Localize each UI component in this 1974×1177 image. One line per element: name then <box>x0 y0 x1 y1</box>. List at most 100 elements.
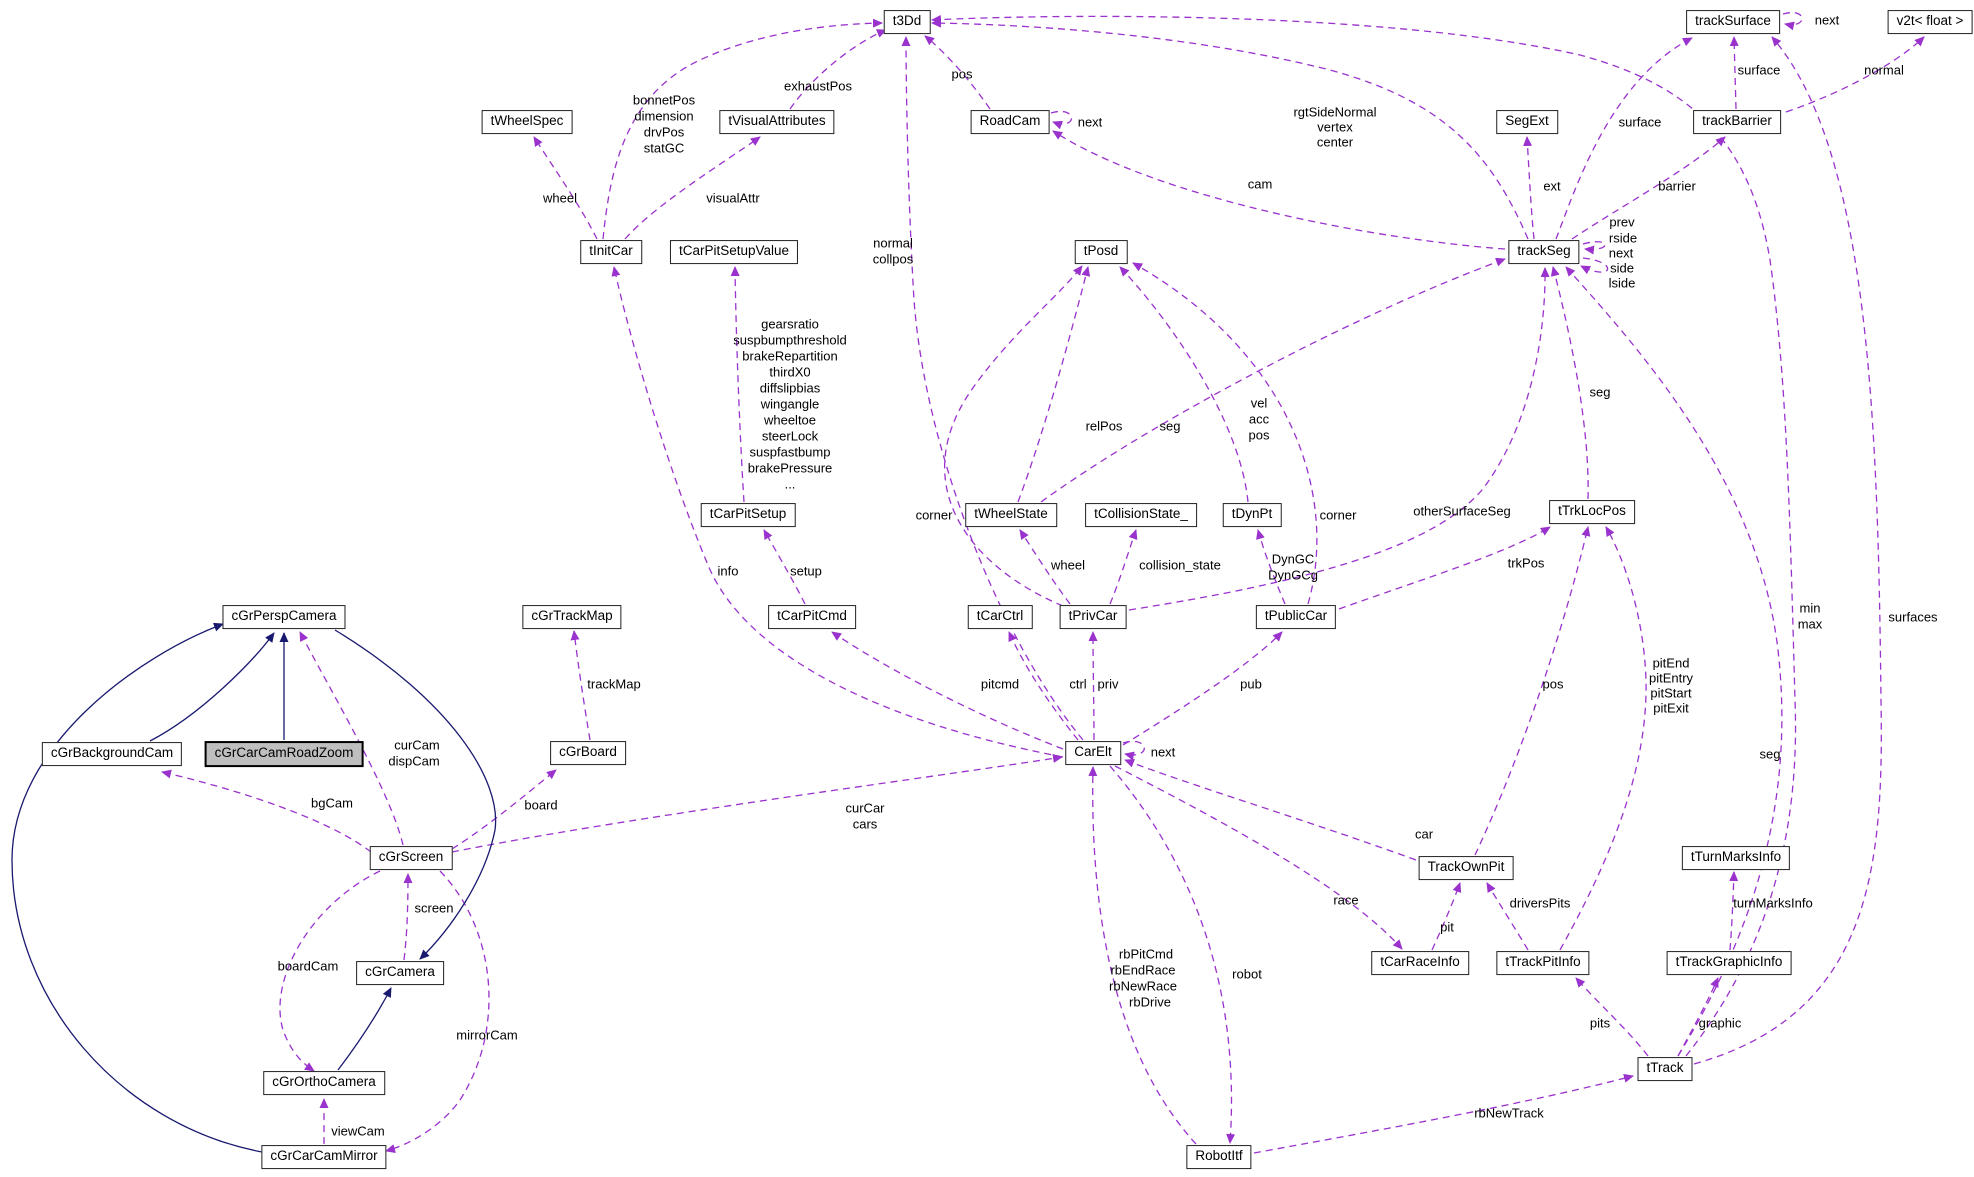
edge-tPrivCar-to-tPosd <box>944 265 1083 607</box>
edge-CarElt-to-tInitCar <box>611 266 1064 758</box>
edge-tTrack-to-trackSurface <box>1693 36 1882 1065</box>
edge-label-dyngc: DynGC <box>1271 551 1315 567</box>
node-tTrkLocPos[interactable]: tTrkLocPos <box>1549 500 1635 524</box>
edge-tTrackGraphicInfo-to-tTurnMarksInfo <box>1729 871 1739 951</box>
edge-label-rbendrace: rbEndRace <box>1110 962 1176 978</box>
node-v2t[interactable]: v2t< float > <box>1887 10 1973 34</box>
edge-label-pitentry: pitEntry <box>1648 670 1694 686</box>
node-trackBarrier[interactable]: trackBarrier <box>1693 110 1781 134</box>
edge-tPublicCar-to-tTrkLocPos <box>1338 526 1551 610</box>
node-tTurnMarksInfo[interactable]: tTurnMarksInfo <box>1681 846 1791 870</box>
node-tPosd[interactable]: tPosd <box>1074 240 1128 264</box>
edge-trackSeg-to-trackSeg <box>1582 241 1606 255</box>
edge-cGrPerspCamera-to-cGrCamera <box>334 629 497 960</box>
edge-label-bgcam: bgCam <box>311 795 353 811</box>
edge-cGrScreen-to-cGrBackgroundCam <box>161 769 372 853</box>
edge-tPublicCar-to-tPosd <box>1132 262 1318 605</box>
node-RobotItf[interactable]: RobotItf <box>1186 1145 1252 1169</box>
edge-label-pit: pit <box>1440 919 1454 935</box>
node-tTrackGraphicInfo[interactable]: tTrackGraphicInfo <box>1666 951 1792 975</box>
edge-label-normal: normal <box>1864 62 1904 78</box>
edge-RoadCam-to-RoadCam <box>1050 110 1072 130</box>
node-tCarCtrl[interactable]: tCarCtrl <box>967 605 1033 629</box>
edge-label-surface: surface <box>1737 62 1781 78</box>
edge-label-rbpitcmd: rbPitCmd <box>1118 946 1174 962</box>
node-cGrBackgroundCam[interactable]: cGrBackgroundCam <box>41 742 183 766</box>
edge-label-max: max <box>1797 616 1823 632</box>
node-tCarRaceInfo[interactable]: tCarRaceInfo <box>1371 951 1469 975</box>
edge-label-dispcam: dispCam <box>388 753 440 769</box>
node-cGrScreen[interactable]: cGrScreen <box>369 846 453 870</box>
edge-label-lside: lside <box>1608 275 1636 291</box>
edge-label-rbdrive: rbDrive <box>1129 994 1171 1010</box>
node-tDynPt[interactable]: tDynPt <box>1222 503 1282 527</box>
edge-label-normal: normal <box>873 235 913 251</box>
edge-CarElt-to-tCarRaceInfo <box>1114 765 1403 950</box>
node-tCarPitSetupValue[interactable]: tCarPitSetupValue <box>669 240 799 264</box>
edge-tInitCar-to-tWheelSpec <box>533 136 598 240</box>
edge-label-rside: rside <box>1608 230 1638 246</box>
node-cGrTrackMap[interactable]: cGrTrackMap <box>522 605 622 629</box>
edge-label-center: center <box>1316 134 1354 150</box>
node-cGrOrthoCamera[interactable]: cGrOrthoCamera <box>263 1071 385 1095</box>
edge-label-wheel: wheel <box>543 190 577 206</box>
node-RoadCam[interactable]: RoadCam <box>970 110 1050 134</box>
node-tInitCar[interactable]: tInitCar <box>580 240 642 264</box>
edge-tPublicCar-to-tDynPt <box>1256 529 1286 605</box>
edge-trackSeg-to-SegExt <box>1523 136 1535 240</box>
edge-label-driverspits: driversPits <box>1509 895 1571 911</box>
node-t3Dd[interactable]: t3Dd <box>883 10 931 34</box>
edge-label-corner: corner <box>1319 507 1357 523</box>
node-tCollisionState_[interactable]: tCollisionState_ <box>1085 503 1197 527</box>
edge-label-gearsratio: gearsratio <box>761 316 819 332</box>
edge-label-pitstart: pitStart <box>1650 685 1692 701</box>
edge-trackBarrier-to-trackSurface <box>1729 36 1739 110</box>
node-tCarPitCmd[interactable]: tCarPitCmd <box>768 605 856 629</box>
edge-label-wheeltoe: wheeltoe <box>763 412 817 428</box>
node-cGrCamera[interactable]: cGrCamera <box>356 961 444 985</box>
edge-label-seg: seg <box>1159 418 1181 434</box>
node-trackSurface[interactable]: trackSurface <box>1686 10 1780 34</box>
edge-tPrivCar-to-trackSeg <box>1128 267 1550 611</box>
node-tWheelSpec[interactable]: tWheelSpec <box>481 110 573 134</box>
edge-label-thirdx0: thirdX0 <box>769 364 811 380</box>
edge-label-race: race <box>1333 892 1359 908</box>
node-tTrackPitInfo[interactable]: tTrackPitInfo <box>1496 951 1590 975</box>
edge-tDynPt-to-tPosd <box>1119 266 1249 503</box>
edge-label-turnmarksinfo: turnMarksInfo <box>1733 895 1813 911</box>
node-cGrCarCamMirror[interactable]: cGrCarCamMirror <box>261 1145 387 1169</box>
node-SegExt[interactable]: SegExt <box>1496 110 1558 134</box>
edge-tCarPitSetup-to-tCarPitSetupValue <box>730 266 745 503</box>
edge-label-pitcmd: pitcmd <box>980 676 1020 692</box>
node-cGrBoard[interactable]: cGrBoard <box>550 741 626 765</box>
node-cGrPerspCamera[interactable]: cGrPerspCamera <box>222 605 346 629</box>
edge-label-pub: pub <box>1240 676 1262 692</box>
edge-label-diffslipbias: diffslipbias <box>759 380 821 396</box>
edge-label-statgc: statGC <box>643 140 685 156</box>
edge-tCarPitCmd-to-tCarPitSetup <box>763 529 806 605</box>
edge-label-wingangle: wingangle <box>760 396 820 412</box>
edge-label-side: side <box>1610 260 1634 276</box>
edge-label-surfaces: surfaces <box>1888 609 1938 625</box>
node-tVisualAttributes[interactable]: tVisualAttributes <box>719 110 835 134</box>
edge-tTrack-to-t3Dd <box>931 15 1797 1057</box>
edge-tWheelState-to-trackSeg <box>1040 257 1506 503</box>
node-CarElt[interactable]: CarElt <box>1065 741 1121 765</box>
node-tCarPitSetup[interactable]: tCarPitSetup <box>700 503 796 527</box>
edge-label-seg: seg <box>1759 746 1781 762</box>
node-TrackOwnPit[interactable]: TrackOwnPit <box>1418 856 1514 880</box>
edge-CarElt-to-tPrivCar <box>1088 631 1098 741</box>
node-tWheelState[interactable]: tWheelState <box>965 503 1057 527</box>
node-trackSeg[interactable]: trackSeg <box>1508 240 1580 264</box>
node-tTrack[interactable]: tTrack <box>1637 1057 1693 1081</box>
edge-CarElt-to-RobotItf <box>1109 765 1236 1144</box>
node-tPrivCar[interactable]: tPrivCar <box>1059 605 1127 629</box>
edge-trackSurface-to-trackSurface <box>1782 12 1803 31</box>
node-tPublicCar[interactable]: tPublicCar <box>1255 605 1337 629</box>
edge-label-pits: pits <box>1589 1015 1611 1031</box>
edge-label-priv: priv <box>1097 676 1119 692</box>
edge-label-suspfastbump: suspfastbump <box>749 444 831 460</box>
edge-label-acc: acc <box>1248 411 1270 427</box>
